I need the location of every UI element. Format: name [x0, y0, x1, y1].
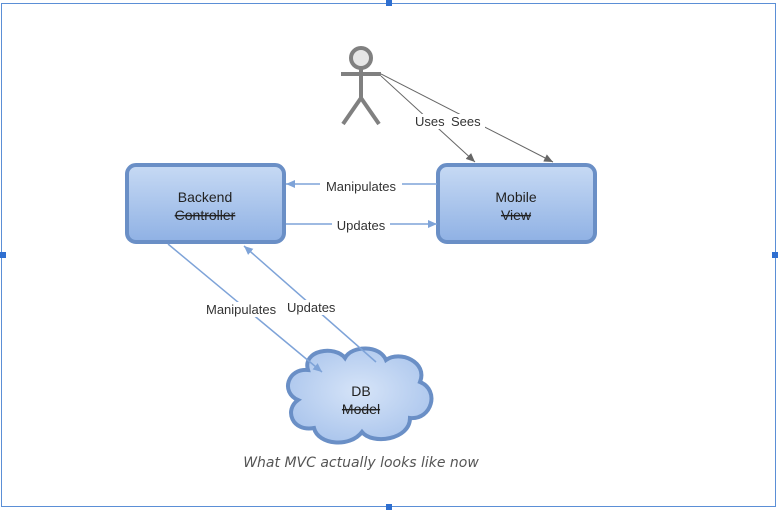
mobile-label: Mobile: [495, 189, 536, 205]
backend-struck-label: Controller: [175, 207, 236, 223]
mobile-struck-label: View: [501, 207, 532, 223]
resize-handle-right[interactable]: [772, 252, 778, 258]
manipulates-diagonal-label: Manipulates: [206, 302, 277, 317]
diagram-caption: What MVC actually looks like now: [243, 455, 479, 471]
db-label: DB: [351, 383, 370, 399]
actor-icon: [341, 46, 381, 126]
updates-horizontal-label: Updates: [337, 218, 386, 233]
db-node[interactable]: DB Model: [286, 346, 434, 445]
updates-diagonal-label: Updates: [287, 300, 336, 315]
backend-label: Backend: [178, 189, 232, 205]
mobile-node[interactable]: Mobile View: [436, 163, 597, 244]
db-struck-label: Model: [342, 401, 380, 417]
resize-handle-bottom[interactable]: [386, 504, 392, 510]
sees-label: Sees: [451, 114, 481, 129]
backend-node[interactable]: Backend Controller: [125, 163, 286, 244]
uses-label: Uses: [415, 114, 445, 129]
manipulates-horizontal-label: Manipulates: [326, 179, 397, 194]
resize-handle-top[interactable]: [386, 0, 392, 6]
resize-handle-left[interactable]: [0, 252, 6, 258]
